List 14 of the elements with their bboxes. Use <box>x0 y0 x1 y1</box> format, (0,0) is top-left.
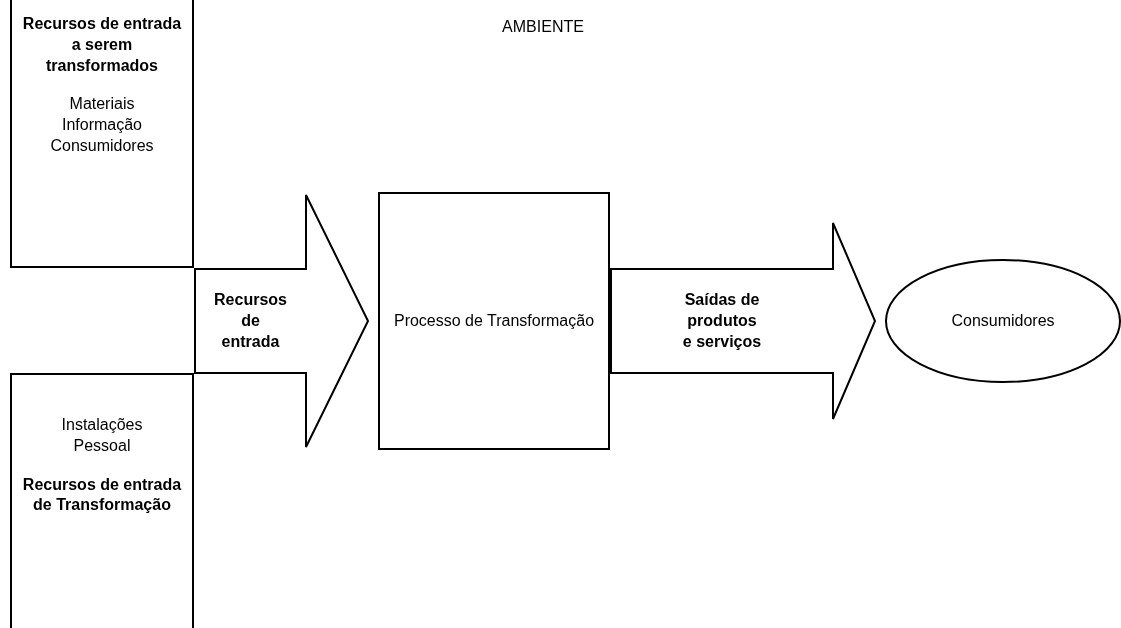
box-heading: Recursos de entrada de Transformação <box>21 474 183 516</box>
box-text: Consumidores <box>951 310 1055 331</box>
box-text: Instalações Pessoal <box>60 415 144 456</box>
box-text: Materiais Informação Consumidores <box>49 94 155 156</box>
process-box <box>10 0 194 268</box>
process-box <box>378 192 610 450</box>
box-heading: Recursos de entrada a serem transformados <box>21 14 183 76</box>
block-arrow <box>194 194 370 448</box>
edge-label: Recursos de entrada <box>213 289 288 352</box>
edge-label: Saídas de produtos e serviços <box>681 289 763 352</box>
box-text: Processo de Transformação <box>393 310 595 331</box>
process-box <box>10 373 194 628</box>
block-arrow <box>610 222 877 420</box>
environment-label: AMBIENTE <box>502 18 584 36</box>
